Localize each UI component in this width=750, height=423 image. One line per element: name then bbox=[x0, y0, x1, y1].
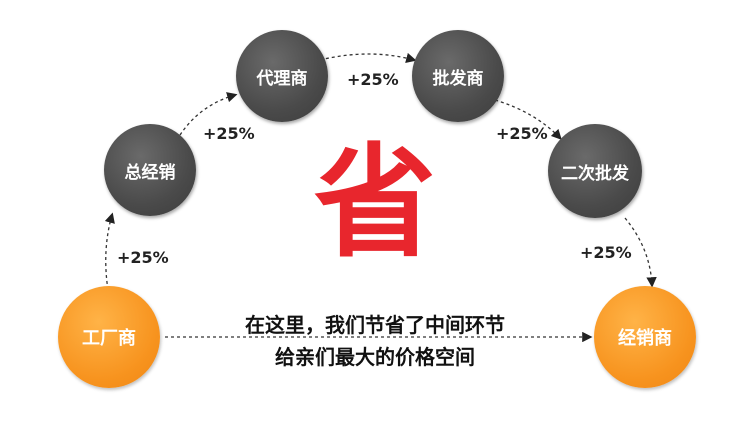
markup-secondary-dealer: +25% bbox=[580, 243, 632, 262]
markup-agent-wholesaler: +25% bbox=[347, 70, 399, 89]
node-general-distributor-label: 总经销 bbox=[124, 162, 176, 183]
markup-general-agent: +25% bbox=[203, 124, 255, 143]
node-general-distributor: 总经销 bbox=[104, 124, 196, 216]
node-secondary-wholesale: 二次批发 bbox=[548, 124, 642, 218]
arrow-agent-to-wholesaler bbox=[319, 52, 417, 63]
node-secondary-wholesale-label: 二次批发 bbox=[561, 163, 629, 184]
arrow-general-to-agent bbox=[179, 92, 238, 136]
node-wholesaler: 批发商 bbox=[412, 30, 504, 122]
arrow-factory-to-general bbox=[104, 212, 115, 291]
node-agent: 代理商 bbox=[236, 30, 328, 122]
node-dealer: 经销商 bbox=[594, 286, 696, 388]
node-dealer-label: 经销商 bbox=[618, 328, 672, 349]
node-factory-label: 工厂商 bbox=[82, 328, 136, 349]
markup-wholesaler-secondary: +25% bbox=[496, 124, 548, 143]
node-wholesaler-label: 批发商 bbox=[432, 68, 484, 89]
save-character: 省 bbox=[314, 132, 436, 274]
message-line-1: 在这里，我们节省了中间环节 bbox=[245, 313, 505, 337]
arrow-wholesaler-to-secondary bbox=[494, 99, 562, 140]
arrow-secondary-to-dealer bbox=[624, 217, 657, 288]
message-line-2: 给亲们最大的价格空间 bbox=[275, 345, 475, 369]
node-factory: 工厂商 bbox=[58, 286, 160, 388]
markup-factory-general: +25% bbox=[117, 248, 169, 267]
node-agent-label: 代理商 bbox=[256, 68, 308, 89]
